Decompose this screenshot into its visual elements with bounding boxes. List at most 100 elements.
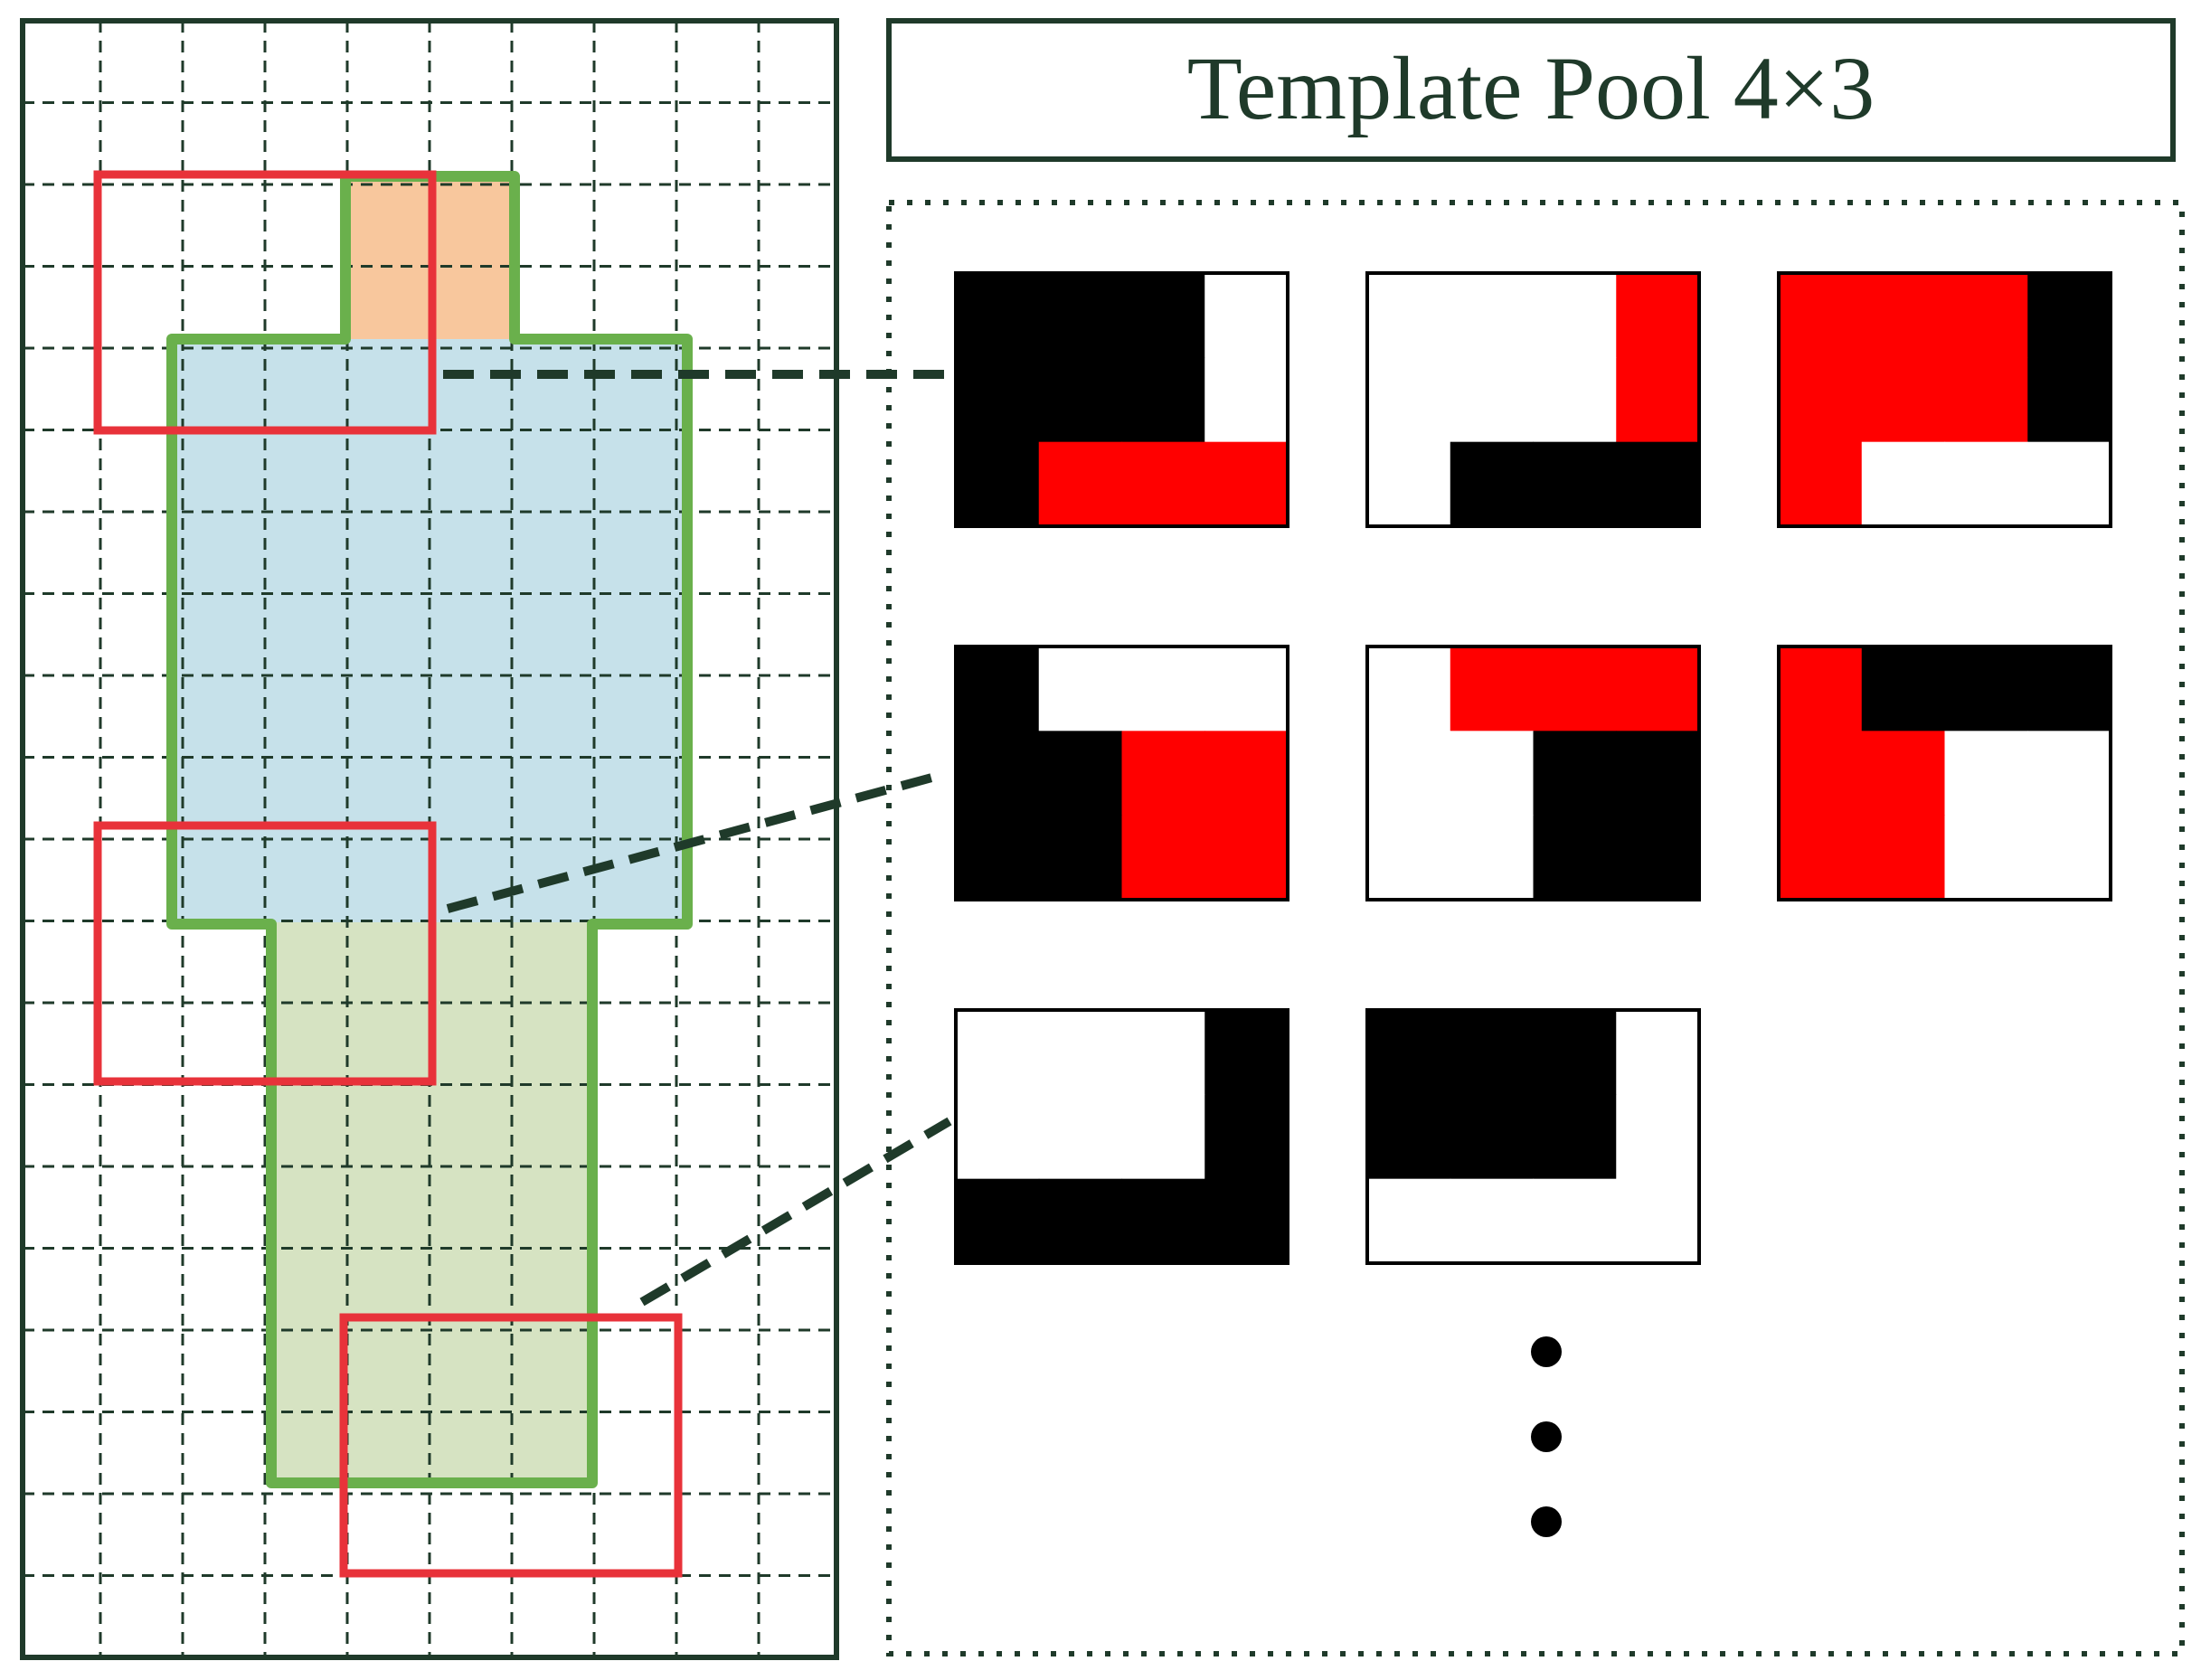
template-8-cell [1616,1178,1700,1264]
template-1-cell [1204,441,1289,527]
template-5-cell [1367,647,1451,731]
template-4-cell [1121,815,1205,901]
template-8-cell [1367,1010,1451,1095]
template-2-cell [1616,273,1700,358]
window-top [93,170,437,435]
template-5-cell [1533,815,1617,901]
template-2-cell [1367,441,1451,527]
template-1-cell [956,273,1040,358]
template-8-cell [1616,1010,1700,1095]
template-2-cell [1533,357,1617,443]
template-5-cell [1616,647,1700,731]
title-frame [886,18,2176,162]
template-1-cell [1038,273,1123,358]
template-1-cell [1121,441,1205,527]
template-8-cell [1450,1094,1535,1180]
template-4-cell [956,731,1040,816]
template-pool [886,200,2185,1656]
template-1-cell [956,441,1040,527]
template-5-cell [1450,815,1535,901]
template-1-cell [1038,357,1123,443]
template-1-cell [1204,273,1289,358]
templates-group [954,271,2112,1265]
template-2-cell [1616,357,1700,443]
template-7-cell [1121,1178,1205,1264]
template-3 [1777,271,2112,528]
template-4-border [954,645,1289,901]
template-3-cell [1944,441,2028,527]
grid-panel [20,18,839,1660]
template-5-border [1365,645,1701,901]
template-4-cell [1038,731,1123,816]
template-4-cell [1121,647,1205,731]
sliding-windows-group [93,170,683,1578]
template-1-border [954,271,1289,528]
template-3-border [1777,271,2112,528]
template-7-cell [956,1010,1040,1095]
ellipsis-dot [1531,1336,1562,1367]
template-8 [1365,1008,1701,1265]
ellipsis-dot [1531,1421,1562,1452]
template-4-cell [1204,647,1289,731]
template-6-cell [1779,815,1863,901]
template-1-cell [956,357,1040,443]
template-6-cell [1861,815,1946,901]
title-text: Template Pool 4×3 [1187,38,1875,138]
template-5-cell [1367,815,1451,901]
template-3-cell [2027,273,2111,358]
template-6-cell [2027,647,2111,731]
template-2 [1365,271,1701,528]
template-2-cell [1450,441,1535,527]
template-5-cell [1367,731,1451,816]
template-7 [954,1008,1289,1265]
template-6-cell [1944,647,2028,731]
template-3-cell [1779,357,1863,443]
template-2-cell [1533,441,1617,527]
template-6-cell [1944,815,2028,901]
template-4-cell [956,815,1040,901]
template-3-cell [1944,273,2028,358]
template-4-cell [1204,731,1289,816]
template-8-cell [1533,1094,1617,1180]
template-2-cell [1450,273,1535,358]
template-4-cell [1204,815,1289,901]
template-8-cell [1616,1094,1700,1180]
template-8-cell [1367,1094,1451,1180]
template-4-cell [1038,647,1123,731]
template-5-cell [1450,731,1535,816]
ellipsis [1531,1336,1562,1537]
template-5-cell [1616,815,1700,901]
template-1 [954,271,1289,528]
window-bottom [339,1313,683,1578]
template-3-cell [1779,441,1863,527]
template-6-cell [1779,647,1863,731]
template-6-cell [1861,731,1946,816]
template-1-cell [1038,441,1123,527]
template-7-cell [1038,1094,1123,1180]
template-8-cell [1533,1178,1617,1264]
template-5-cell [1533,647,1617,731]
template-5 [1365,645,1701,901]
template-7-cell [956,1094,1040,1180]
template-7-cell [1204,1010,1289,1095]
template-3-cell [1944,357,2028,443]
template-7-cell [956,1178,1040,1264]
template-7-cell [1038,1178,1123,1264]
template-6-cell [2027,815,2111,901]
template-8-cell [1450,1178,1535,1264]
template-5-cell [1450,647,1535,731]
template-6 [1777,645,2112,901]
template-4-cell [1121,731,1205,816]
template-8-cell [1367,1178,1451,1264]
template-2-cell [1450,357,1535,443]
body-outline [166,171,693,1488]
template-7-border [954,1008,1289,1265]
ellipsis-dot [1531,1506,1562,1537]
template-3-cell [1861,441,1946,527]
template-7-cell [1121,1094,1205,1180]
connector-line-2 [446,771,940,913]
template-8-cell [1533,1010,1617,1095]
window-middle [93,821,437,1086]
template-2-cell [1616,441,1700,527]
